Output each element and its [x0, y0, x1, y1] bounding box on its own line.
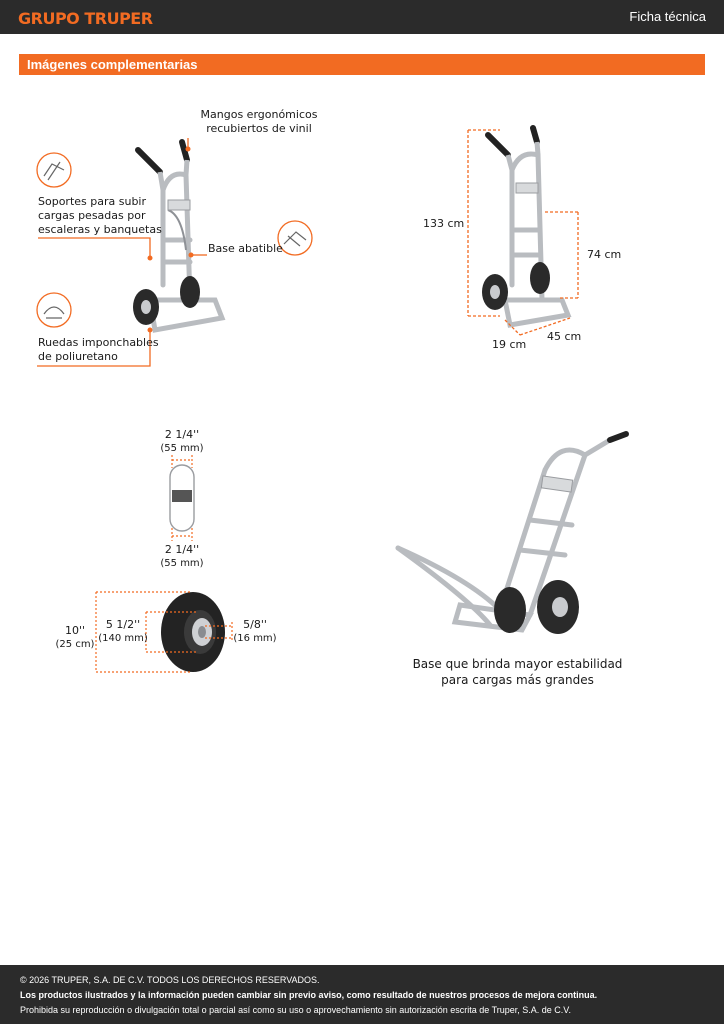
wheel-axle-in: 5/8'' — [243, 618, 267, 631]
wheel-width-top-mm: (55 mm) — [160, 443, 204, 454]
feature-handles-line-1: Mangos ergonómicos — [200, 108, 318, 121]
wheel-width-top: 2 1/4'' (55 mm) — [152, 428, 212, 456]
wheel-hub-in: 5 1/2'' — [105, 618, 141, 631]
wheel-axle-mm: (16 mm) — [233, 633, 277, 644]
wheel-axle: 5/8'' (16 mm) — [230, 618, 280, 646]
dimension-depth: 19 cm — [492, 338, 527, 351]
wheel-width-bottom: 2 1/4'' (55 mm) — [152, 543, 212, 571]
wheel-width-bottom-in: 2 1/4'' — [164, 543, 200, 556]
wheel-hub-mm: (140 mm) — [98, 633, 148, 644]
feature-base-label: Base abatible — [208, 242, 283, 255]
dimension-width: 45 cm — [547, 330, 582, 343]
feature-supports-label: Soportes para subir cargas pesadas por e… — [38, 195, 162, 237]
footer-prohibition: Prohibida su reproducción o divulgación … — [20, 1005, 571, 1015]
wheel-diameter: 10'' (25 cm) — [50, 624, 100, 652]
brand-logo: GRUPO TRUPER — [18, 9, 153, 28]
feature-wheels-label: Ruedas imponchables de poliuretano — [38, 336, 159, 364]
header-bar: GRUPO TRUPER Ficha técnica — [0, 0, 724, 34]
wheel-hub: 5 1/2'' (140 mm) — [98, 618, 148, 646]
section-title: Imágenes complementarias — [27, 57, 198, 72]
footer: © 2026 TRUPER, S.A. DE C.V. TODOS LOS DE… — [0, 965, 724, 1024]
footer-copyright: © 2026 TRUPER, S.A. DE C.V. TODOS LOS DE… — [20, 975, 320, 985]
convertible-caption-line-1: Base que brinda mayor estabilidad — [412, 657, 623, 671]
feature-handles-label: Mangos ergonómicos recubiertos de vinil — [200, 108, 318, 136]
feature-supports-line-2: cargas pesadas por — [38, 209, 146, 222]
feature-supports-line-1: Soportes para subir — [38, 195, 147, 208]
convertible-caption-line-2: para cargas más grandes — [441, 673, 594, 687]
convertible-caption: Base que brinda mayor estabilidad para c… — [410, 656, 625, 688]
wheel-width-bottom-mm: (55 mm) — [160, 558, 204, 569]
feature-handles-line-2: recubiertos de vinil — [206, 122, 312, 135]
wheel-diameter-in: 10'' — [64, 624, 86, 637]
wheel-width-top-in: 2 1/4'' — [164, 428, 200, 441]
feature-supports-line-3: escaleras y banquetas — [38, 223, 162, 236]
wheel-diameter-cm: (25 cm) — [55, 639, 95, 650]
section-header: Imágenes complementarias — [19, 54, 705, 75]
dimension-load-height: 74 cm — [587, 248, 622, 261]
footer-notice: Los productos ilustrados y la informació… — [20, 990, 598, 1000]
feature-wheels-line-2: de poliuretano — [38, 350, 118, 363]
dimension-height: 133 cm — [423, 217, 465, 230]
feature-wheels-line-1: Ruedas imponchables — [38, 336, 159, 349]
document-type: Ficha técnica — [629, 9, 706, 24]
